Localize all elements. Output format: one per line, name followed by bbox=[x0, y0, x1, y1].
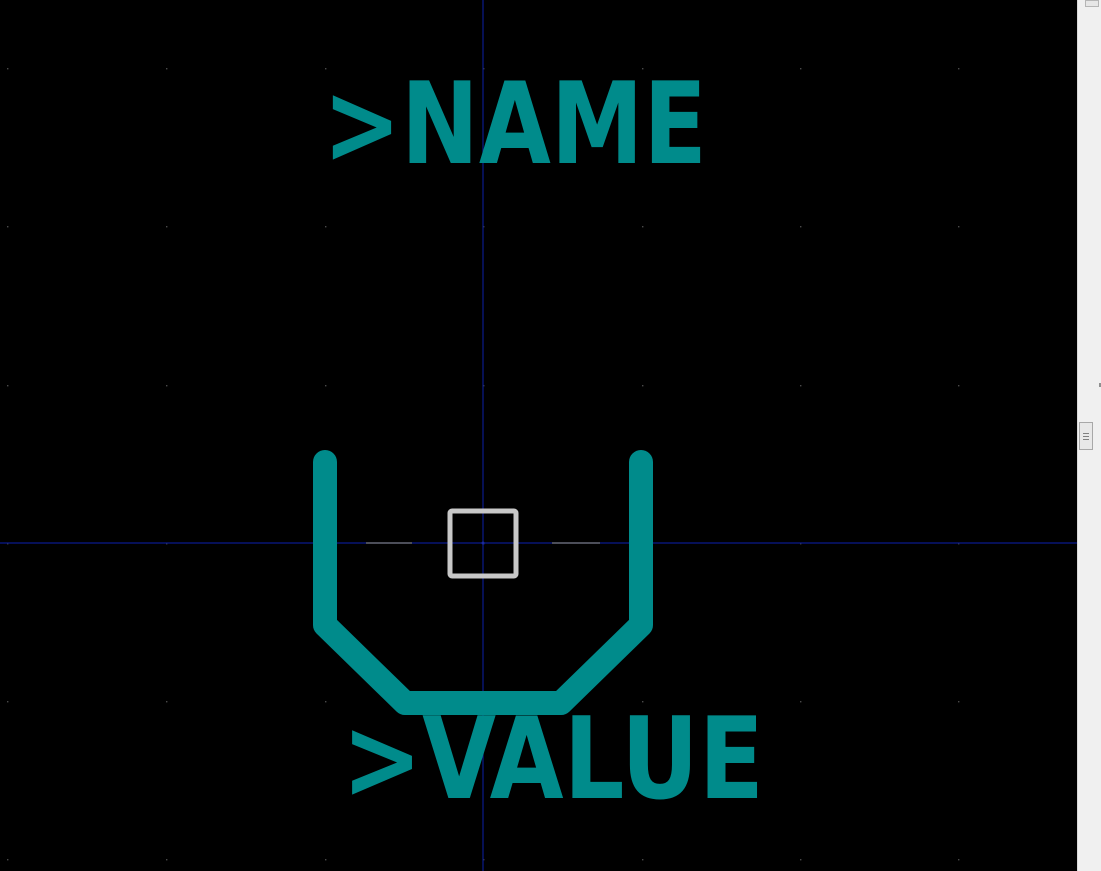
canvas-drawing: >NAME >VALUE bbox=[0, 0, 1077, 871]
grid-dot bbox=[958, 543, 960, 545]
grid-dot bbox=[166, 701, 168, 703]
grid-dot bbox=[642, 68, 644, 70]
grid-dot bbox=[166, 68, 168, 70]
grid-dot bbox=[7, 859, 9, 861]
grid-dot bbox=[325, 701, 327, 703]
grid-dot bbox=[800, 543, 802, 545]
grid-dot bbox=[7, 701, 9, 703]
grid-dot bbox=[483, 859, 485, 861]
grid-dot bbox=[958, 385, 960, 387]
grid-dot bbox=[166, 385, 168, 387]
pad-center-mark bbox=[481, 541, 485, 545]
scroll-up-button[interactable] bbox=[1085, 0, 1099, 7]
footprint-outline[interactable] bbox=[313, 450, 653, 715]
grid-dot bbox=[800, 68, 802, 70]
grid-dot bbox=[483, 226, 485, 228]
grid-dot bbox=[166, 859, 168, 861]
grid-dot bbox=[325, 68, 327, 70]
grid-dot bbox=[166, 226, 168, 228]
grid-dots bbox=[7, 68, 960, 861]
grid-dot bbox=[7, 543, 9, 545]
grid-dot bbox=[166, 543, 168, 545]
grid-dot bbox=[800, 859, 802, 861]
footprint-canvas[interactable]: >NAME >VALUE bbox=[0, 0, 1077, 871]
grid-dot bbox=[958, 701, 960, 703]
grid-dot bbox=[7, 68, 9, 70]
grid-dot bbox=[958, 68, 960, 70]
grid-dot bbox=[325, 226, 327, 228]
vertical-scrollbar[interactable] bbox=[1077, 0, 1101, 871]
grid-dot bbox=[958, 859, 960, 861]
grid-dot bbox=[642, 701, 644, 703]
name-label[interactable]: >NAME bbox=[323, 58, 707, 190]
grid-dot bbox=[483, 68, 485, 70]
grid-dot bbox=[800, 226, 802, 228]
grid-dot bbox=[800, 385, 802, 387]
scroll-position-mark bbox=[1099, 383, 1101, 387]
grid-dot bbox=[642, 385, 644, 387]
pad[interactable] bbox=[447, 508, 519, 579]
grid-dot bbox=[642, 859, 644, 861]
grid-dot bbox=[7, 226, 9, 228]
grid-dot bbox=[642, 226, 644, 228]
grid-dot bbox=[800, 701, 802, 703]
grid-dot bbox=[958, 226, 960, 228]
scrollbar-thumb[interactable] bbox=[1079, 422, 1093, 450]
grid-dot bbox=[325, 859, 327, 861]
grid-dot bbox=[325, 385, 327, 387]
value-label[interactable]: >VALUE bbox=[342, 693, 764, 825]
grip-icon bbox=[1083, 432, 1089, 440]
grid-dot bbox=[7, 385, 9, 387]
grid-dot bbox=[483, 385, 485, 387]
